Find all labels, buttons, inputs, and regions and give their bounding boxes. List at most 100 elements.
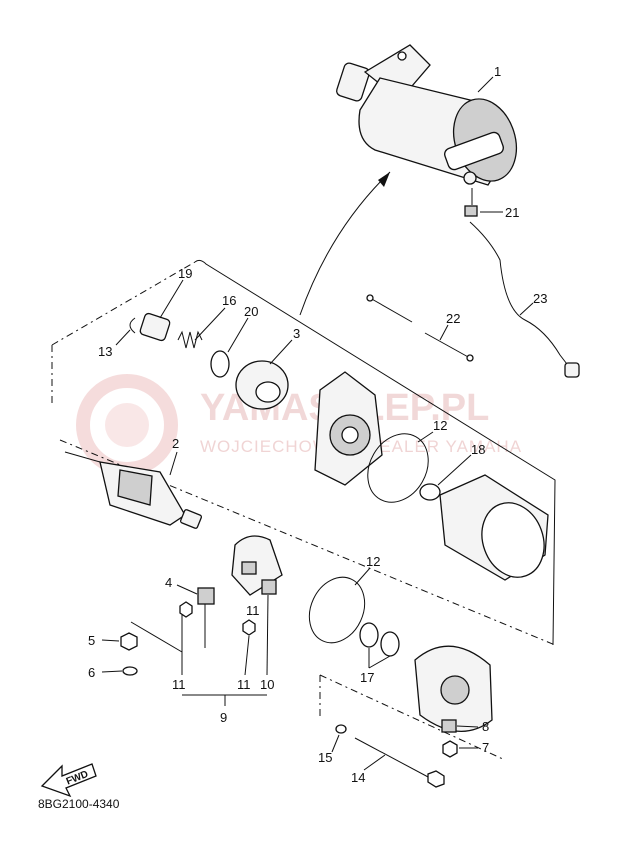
leader-13 (115, 329, 131, 346)
leader-3 (269, 339, 293, 365)
lead-cable (469, 221, 571, 369)
rear-cover-hub (440, 675, 470, 705)
nut-5 (120, 632, 138, 651)
lead-connector (564, 362, 580, 378)
lead-22b (424, 332, 471, 359)
lead-22a-eye (366, 294, 374, 302)
leader-lines (101, 76, 534, 771)
starter-motor-assembly (336, 44, 517, 186)
armature-shaft-front (64, 451, 101, 463)
callout-15: 15 (318, 750, 332, 765)
leader-17 (368, 648, 391, 669)
callout-23: 23 (533, 291, 547, 306)
callout-16: 16 (222, 293, 236, 308)
o-ring-lower (308, 576, 366, 644)
brush-4 (197, 587, 215, 605)
nut-7 (442, 740, 458, 758)
collar (139, 312, 171, 342)
callouts: 1 2 3 4 5 6 7 8 9 10 11 11 11 12 12 13 1… (88, 64, 547, 785)
armature-commutator (179, 509, 203, 529)
leader-16 (194, 307, 226, 341)
callout-8: 8 (482, 719, 489, 734)
callout-20: 20 (244, 304, 258, 319)
callout-7: 7 (482, 740, 489, 755)
leader-5 (101, 639, 120, 642)
callout-12a: 12 (433, 418, 447, 433)
leader-4 (176, 584, 198, 595)
washer-15 (335, 724, 347, 734)
terminal-post (463, 171, 477, 185)
callout-11c: 11 (246, 603, 260, 618)
assembly-arrow-head (378, 172, 390, 187)
washer-17a (359, 622, 379, 648)
yoke-opening (481, 502, 545, 578)
watermark: YAMASKLEP.PL WOJCIECHOWSKI DEALER YAMAHA (76, 374, 521, 476)
circlip (129, 317, 136, 334)
callout-21: 21 (505, 205, 519, 220)
diagram-code: 8BG2100-4340 (38, 797, 120, 811)
washer-17b (380, 631, 400, 657)
brush-b (261, 579, 277, 595)
callout-14: 14 (351, 770, 365, 785)
fwd-arrow: FWD (40, 763, 97, 798)
through-bolt-group (335, 724, 445, 788)
through-bolt-head (427, 770, 445, 788)
leader-1 (477, 76, 494, 93)
flange-bolt-hole (397, 51, 407, 61)
through-bolt-shank (354, 737, 431, 779)
leader-15 (331, 734, 340, 753)
callout-18: 18 (471, 442, 485, 457)
callout-11a: 11 (172, 677, 186, 692)
callout-10: 10 (260, 677, 274, 692)
leader-2 (169, 451, 178, 476)
motor-shaft-end (336, 62, 370, 102)
assembly-arrow-line (299, 171, 391, 316)
callout-5: 5 (88, 633, 95, 648)
pinion-gear-bore (255, 381, 281, 403)
frame-top-left (51, 261, 196, 346)
leader-20 (227, 317, 249, 353)
lead-22a (369, 297, 413, 323)
callout-12b: 12 (366, 554, 380, 569)
callout-19: 19 (178, 266, 192, 281)
callout-17: 17 (360, 670, 374, 685)
leader-9 (182, 694, 267, 706)
leader-14 (363, 754, 386, 771)
lead-22b-eye (466, 354, 474, 362)
watermark-logo-core (105, 403, 149, 447)
leader-18 (437, 454, 472, 486)
washer-18 (419, 483, 441, 501)
bolt-8 (441, 719, 457, 733)
callout-11b: 11 (237, 677, 251, 692)
leader-23 (519, 302, 534, 316)
fwd-label: FWD (65, 769, 90, 788)
leader-11a (130, 614, 183, 675)
callout-1: 1 (494, 64, 501, 79)
fwd-arrow-icon (40, 763, 97, 798)
leader-12a (417, 431, 434, 443)
lead-wire (464, 188, 580, 378)
leader-11b (244, 635, 250, 676)
leader-12b (354, 567, 371, 586)
callout-3: 3 (293, 326, 300, 341)
leader-8 (456, 725, 479, 728)
washer-20 (210, 350, 230, 378)
lower-seals (308, 576, 400, 657)
leader-10 (266, 594, 269, 676)
nut-11b (242, 619, 256, 636)
callout-9: 9 (220, 710, 227, 725)
terminal-nut (464, 205, 478, 217)
small-leads (366, 294, 474, 362)
armature-windings (117, 469, 153, 506)
armature-group (64, 451, 203, 529)
rear-cover-group (414, 645, 493, 758)
terminal-block (444, 131, 504, 171)
front-bracket-bore (341, 426, 359, 444)
front-bracket-group (314, 371, 441, 503)
brush-holder-group (179, 535, 283, 648)
leader-6 (101, 670, 123, 673)
brush-a (241, 561, 257, 575)
frame-top-right (194, 259, 556, 646)
